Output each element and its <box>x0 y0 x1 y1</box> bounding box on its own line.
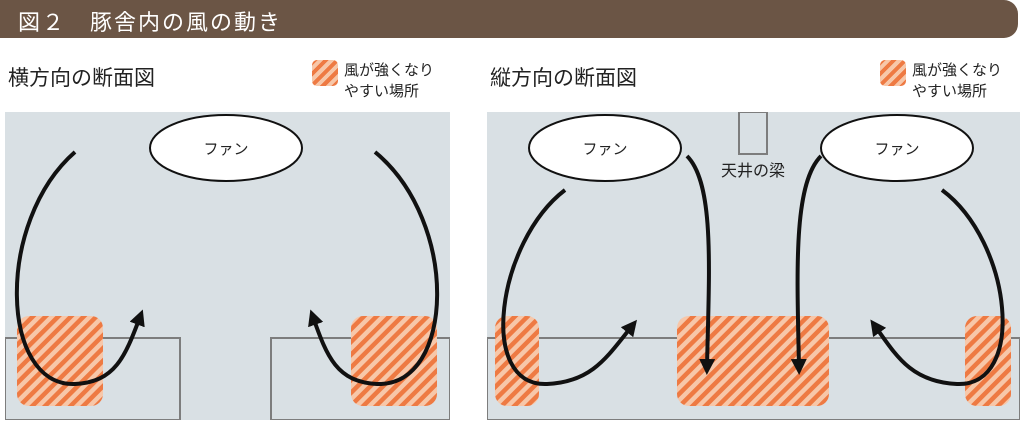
longitudinal-section-diagram: 天井の梁 ファン ファン <box>487 112 1020 420</box>
legend-line-2: やすい場所 <box>344 82 420 100</box>
strong-wind-zone-center <box>677 316 829 406</box>
ceiling-beam <box>738 112 768 155</box>
horizontal-section-diagram: ファン <box>5 112 450 420</box>
strong-wind-zone-right <box>351 316 437 406</box>
left-legend: 風が強くなり やすい場所 <box>312 58 462 108</box>
strong-wind-zone-left <box>17 316 103 406</box>
airflow-arrow-center-left <box>685 154 716 375</box>
left-panel-title: 横方向の断面図 <box>8 66 155 90</box>
legend-line-1: 風が強くなり <box>344 61 435 79</box>
figure-title: 図２ 豚舎内の風の動き <box>18 11 283 36</box>
right-panel-title: 縦方向の断面図 <box>490 66 637 90</box>
airflow-arrow-center-right <box>790 154 823 375</box>
legend-line-2: やすい場所 <box>912 82 988 100</box>
legend-hatch-swatch <box>880 60 906 86</box>
legend-hatch-swatch <box>312 60 338 86</box>
fan-ellipse-left <box>528 114 682 182</box>
fan-label-left: ファン <box>582 140 627 158</box>
fan-label-right: ファン <box>874 140 919 158</box>
fan-ellipse <box>149 114 303 182</box>
legend-line-1: 風が強くなり <box>912 61 1003 79</box>
airflow-arrow-right <box>870 188 1005 387</box>
ceiling-beam-label: 天井の梁 <box>721 161 785 180</box>
airflow-arrow-left <box>14 150 145 387</box>
figure-title-bar: 図２ 豚舎内の風の動き <box>0 0 1018 38</box>
fan-label: ファン <box>203 140 248 158</box>
fan-ellipse-right <box>820 114 974 182</box>
right-legend: 風が強くなり やすい場所 <box>880 58 1024 108</box>
airflow-arrow-left <box>501 188 638 387</box>
airflow-arrow-right <box>308 150 440 387</box>
